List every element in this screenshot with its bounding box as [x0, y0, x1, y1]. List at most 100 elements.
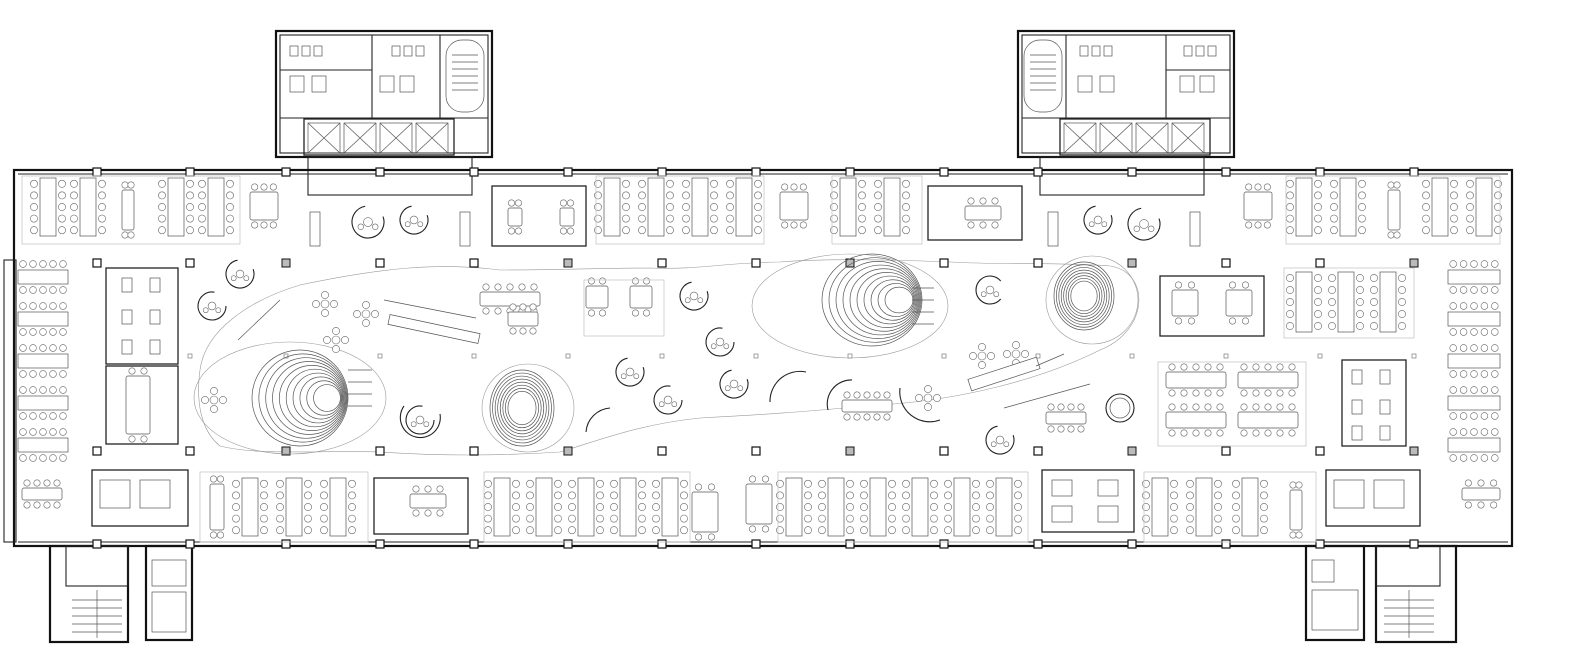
structural-column [753, 353, 759, 359]
structural-column [1315, 258, 1325, 268]
chair [19, 286, 27, 294]
chair [39, 260, 47, 268]
chair [215, 307, 222, 314]
chair [1480, 344, 1489, 352]
chair [59, 286, 67, 294]
chair [1216, 403, 1224, 411]
chair [666, 191, 674, 200]
chair [1232, 491, 1240, 500]
chair [642, 309, 650, 317]
desk [1051, 479, 1073, 497]
chair [372, 223, 379, 230]
structural-column [1315, 446, 1325, 456]
chair [53, 501, 61, 509]
meeting-table [1225, 289, 1253, 317]
pod-table [689, 291, 699, 301]
chair [1480, 286, 1489, 294]
chair [332, 327, 340, 335]
chair [1057, 403, 1065, 411]
chair [49, 344, 57, 352]
chair [754, 226, 762, 235]
chair [312, 300, 320, 308]
chair [972, 526, 980, 535]
chair [568, 503, 576, 511]
chair [1449, 454, 1457, 462]
toilet-icon [1077, 45, 1217, 93]
chair [19, 370, 27, 378]
chair [1142, 491, 1150, 500]
chair [320, 514, 328, 523]
chair [412, 485, 420, 493]
structural-column [1221, 258, 1231, 268]
chair [530, 283, 538, 291]
chair [186, 214, 194, 223]
chair [29, 412, 37, 420]
chair [276, 526, 284, 535]
chair [830, 179, 838, 188]
chair [1449, 344, 1457, 352]
chair [1314, 310, 1322, 318]
tiered-seating [265, 357, 347, 439]
structural-column [845, 258, 855, 268]
chair [304, 514, 312, 523]
chair [1449, 386, 1457, 394]
chair [217, 475, 225, 483]
side-table [320, 299, 330, 309]
chair [232, 491, 240, 500]
chair [804, 503, 812, 511]
chair [1101, 221, 1108, 228]
chair [846, 526, 854, 535]
chair [23, 501, 31, 509]
chair [754, 214, 762, 223]
chair [710, 191, 718, 200]
chair [853, 413, 861, 421]
chair [1490, 479, 1498, 487]
chair [1480, 370, 1489, 378]
chair [1264, 403, 1272, 411]
tiered-seating [285, 368, 345, 428]
chair [680, 503, 688, 511]
chair [902, 214, 910, 223]
chair [967, 221, 975, 229]
chair [1242, 317, 1250, 325]
chair [1330, 214, 1338, 223]
work-zone [1143, 471, 1317, 543]
chair [1067, 403, 1075, 411]
chair [1232, 526, 1240, 535]
desk [39, 177, 57, 237]
chair [944, 514, 952, 523]
meeting-table [1243, 191, 1273, 221]
chair [1480, 428, 1489, 436]
chair [726, 214, 734, 223]
core-bottom-right [1304, 544, 1458, 644]
chair [790, 221, 798, 229]
meeting-table [507, 311, 539, 327]
chair [924, 403, 932, 411]
chair [568, 514, 576, 523]
chair [1459, 344, 1468, 352]
pod-table [1093, 215, 1103, 225]
chair [1240, 403, 1248, 411]
lounge-sofa [899, 387, 941, 423]
chair [972, 503, 980, 511]
chair [29, 370, 37, 378]
chair [596, 491, 604, 500]
chair [652, 526, 660, 535]
chair [987, 352, 995, 360]
chair [1252, 363, 1260, 371]
chair [1214, 526, 1222, 535]
desk [661, 477, 679, 537]
chair [978, 343, 986, 351]
lounge-sofa [585, 407, 611, 433]
chair [507, 227, 515, 235]
chair [348, 526, 356, 535]
meeting-room [491, 185, 587, 247]
bench [348, 369, 372, 407]
lounge-pod [653, 385, 683, 415]
meeting-room [1341, 359, 1407, 447]
meeting-table [964, 205, 1002, 221]
desk [1351, 425, 1363, 441]
chair [682, 179, 690, 188]
chair [424, 485, 432, 493]
